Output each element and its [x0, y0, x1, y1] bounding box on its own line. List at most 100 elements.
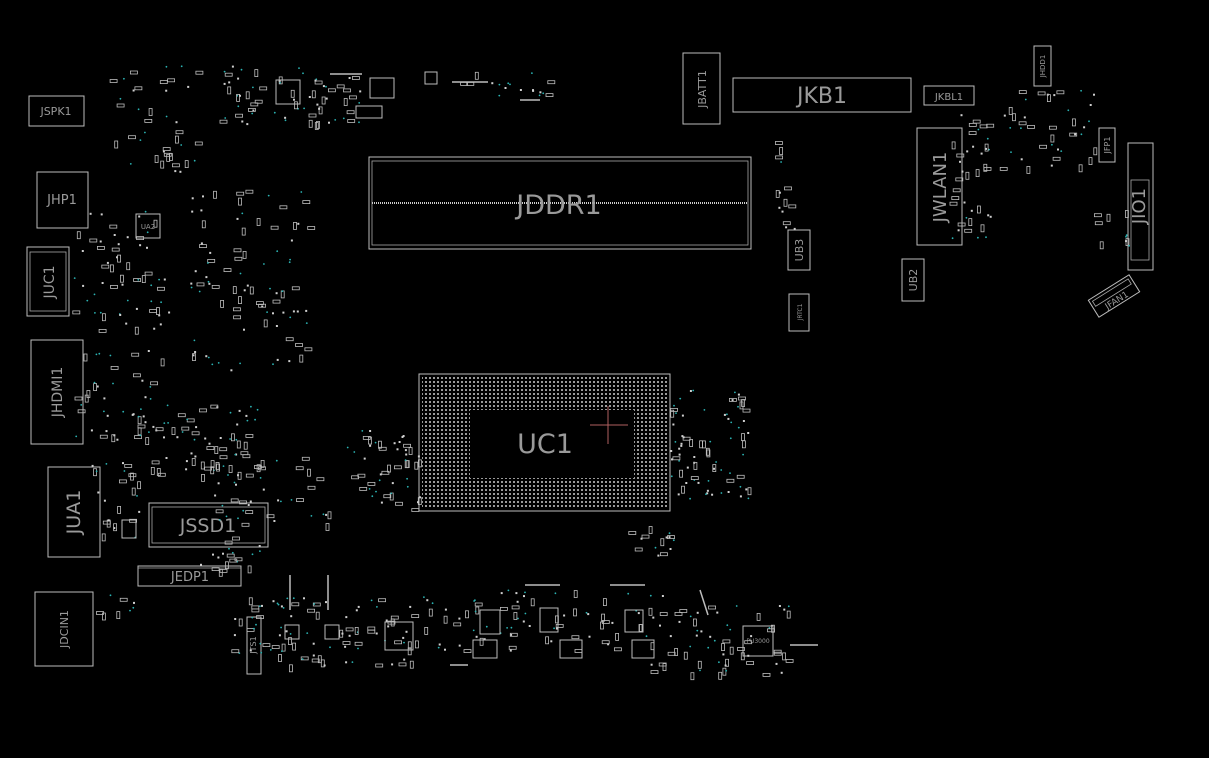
- pad: [81, 250, 84, 252]
- component-ua2[interactable]: UA2: [135, 213, 161, 239]
- small-part: [84, 394, 89, 403]
- component-uc1[interactable]: UC1: [418, 373, 671, 512]
- component-jhdmi1[interactable]: JHDMI1: [30, 339, 84, 445]
- via: [180, 144, 183, 146]
- small-part: [255, 301, 264, 306]
- pad: [706, 489, 709, 492]
- component-jfp1[interactable]: JFP1: [1098, 127, 1116, 163]
- via: [239, 362, 242, 365]
- pad: [716, 611, 719, 614]
- pad: [219, 437, 222, 439]
- component-jhp1[interactable]: JHP1: [36, 171, 89, 229]
- pad: [158, 314, 161, 317]
- component-pu3000[interactable]: PU3000: [742, 625, 774, 657]
- small-part: [693, 461, 698, 470]
- pad: [237, 77, 240, 80]
- small-part: [318, 106, 323, 115]
- component-jrtc1[interactable]: JRTC1: [788, 293, 810, 332]
- via: [267, 194, 270, 197]
- small-part: [428, 608, 433, 617]
- via: [498, 83, 501, 86]
- label-jua1: JUA1: [63, 490, 85, 536]
- component-jwlan1[interactable]: JWLAN1: [916, 127, 963, 246]
- pad: [272, 600, 275, 603]
- via: [538, 94, 541, 97]
- pad: [292, 310, 295, 313]
- small-part: [742, 408, 751, 413]
- via: [123, 470, 126, 472]
- pad: [174, 170, 177, 173]
- small-part: [614, 647, 622, 652]
- component-ub3[interactable]: UB3: [787, 229, 811, 271]
- pad: [550, 640, 553, 643]
- component-jspk1[interactable]: JSPK1: [28, 95, 85, 127]
- small-part: [110, 365, 119, 370]
- component-jts1[interactable]: JTS1: [246, 616, 262, 675]
- via: [553, 627, 555, 630]
- pad: [426, 599, 429, 602]
- component-jkb1[interactable]: JKB1: [732, 77, 912, 113]
- small-part: [311, 90, 316, 99]
- via: [139, 139, 142, 142]
- pad: [747, 432, 750, 434]
- via: [729, 628, 732, 631]
- component-jddr1[interactable]: JDDR1: [368, 156, 752, 250]
- small-part: [226, 553, 235, 558]
- small-part: [658, 662, 667, 667]
- pad: [105, 430, 108, 433]
- pad: [678, 620, 681, 623]
- pad: [113, 434, 116, 437]
- pad: [775, 662, 778, 665]
- pad: [293, 98, 295, 101]
- small-part: [236, 94, 241, 102]
- component-jbatt1[interactable]: JBATT1: [682, 52, 721, 125]
- pad: [139, 244, 142, 247]
- via: [167, 422, 170, 424]
- pad: [385, 619, 388, 622]
- small-part: [134, 326, 139, 335]
- small-part: [746, 661, 754, 665]
- component-jssd1[interactable]: JSSD1: [148, 502, 269, 548]
- component-jdcin1[interactable]: JDCIN1: [34, 591, 94, 667]
- component-jhdd1[interactable]: JHDD1: [1033, 45, 1052, 87]
- small-part: [775, 141, 783, 145]
- component-juc1[interactable]: JUC1: [26, 246, 70, 317]
- small-part: [128, 135, 136, 140]
- component-jkbl1[interactable]: JKBL1: [923, 85, 975, 106]
- pad: [491, 82, 494, 85]
- small-part: [224, 540, 233, 545]
- small-part: [381, 470, 390, 475]
- component-jio1[interactable]: JIO1: [1127, 142, 1154, 271]
- via: [129, 163, 132, 165]
- via: [242, 509, 245, 512]
- small-part: [235, 113, 244, 118]
- pad: [241, 120, 244, 123]
- component-jua1[interactable]: JUA1: [47, 466, 101, 558]
- pad: [405, 453, 408, 456]
- small-part: [968, 131, 977, 136]
- pad: [672, 423, 675, 426]
- pad: [103, 397, 106, 400]
- pad: [344, 645, 347, 648]
- via: [1080, 133, 1083, 136]
- pad: [133, 601, 135, 604]
- small-part: [679, 469, 683, 478]
- small-part: [102, 313, 106, 322]
- small-part: [315, 611, 320, 620]
- small-part: [132, 373, 141, 378]
- small-part: [89, 238, 98, 243]
- small-part: [291, 286, 300, 291]
- cursor-crosshair: [590, 406, 628, 444]
- small-part: [1026, 165, 1031, 174]
- pad: [713, 467, 715, 470]
- pad: [722, 653, 725, 656]
- pad: [359, 90, 362, 93]
- component-ub2[interactable]: UB2: [901, 258, 925, 302]
- small-part: [291, 602, 300, 607]
- small-part: [175, 130, 184, 135]
- component-jedp1[interactable]: JEDP1: [137, 565, 242, 587]
- pad: [132, 89, 135, 92]
- pad: [960, 114, 963, 117]
- small-part: [660, 552, 668, 557]
